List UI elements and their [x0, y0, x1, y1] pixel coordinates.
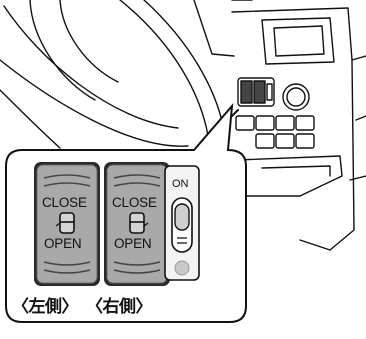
console-button-row-3	[275, 115, 295, 131]
console-button-row-4	[295, 115, 315, 131]
console-button-row-5	[255, 133, 275, 149]
dash-curve	[0, 89, 61, 149]
console-panel	[231, 7, 355, 251]
steering-wheel	[0, 5, 189, 147]
main-switch-on-label: ON	[172, 178, 189, 190]
console-button-row-1	[235, 115, 255, 131]
left-close-label: CLOSE	[42, 195, 87, 210]
console-tray	[261, 165, 331, 177]
console-button-row-6	[275, 133, 295, 149]
console-button-row-2	[255, 115, 275, 131]
console-right-edge	[349, 55, 366, 181]
console-knob	[282, 83, 310, 111]
caption-left: 〈左側〉	[12, 297, 79, 317]
console-switch-block	[237, 77, 275, 107]
sliding-door-icon	[55, 212, 75, 234]
console-switch-a	[240, 80, 253, 104]
dash-edge	[193, 0, 253, 57]
console-lower	[235, 155, 343, 197]
steering-spoke	[29, 0, 119, 101]
console-button-row-7	[295, 133, 315, 149]
main-switch	[164, 165, 200, 281]
console-switch-c	[266, 83, 273, 101]
caption-right: 〈右側〉	[86, 297, 153, 317]
sliding-door-icon	[129, 212, 149, 234]
right-open-label: OPEN	[114, 236, 152, 251]
console-vent	[273, 25, 325, 57]
console-knob-inner	[286, 87, 306, 107]
console-switch-b	[253, 80, 266, 104]
right-close-label: CLOSE	[112, 195, 157, 210]
left-open-label: OPEN	[44, 236, 82, 251]
